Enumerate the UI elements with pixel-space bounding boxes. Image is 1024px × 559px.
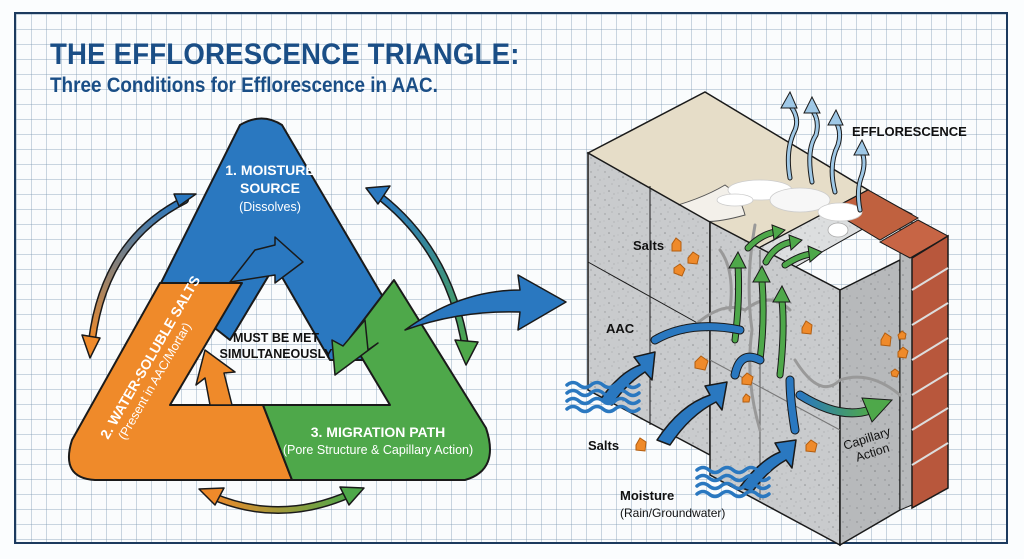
cycle-arrow-left	[81, 193, 197, 359]
efflorescence-deposits	[716, 179, 863, 238]
brick-wall	[911, 234, 949, 510]
efflorescence-triangle: 1. MOISTURE SOURCE (Dissolves) 2. WATER-…	[67, 117, 491, 481]
label-moisture: Moisture	[620, 488, 674, 503]
page-subtitle: Three Conditions for Efflorescence in AA…	[50, 74, 438, 97]
triangle-segment-migration	[262, 279, 491, 481]
center-label-line1: MUST BE MET	[233, 331, 319, 345]
moisture-arrows-blue	[650, 322, 875, 435]
inner-arrow-blue	[229, 236, 304, 284]
salt-crystals	[635, 237, 909, 453]
label-salts-bottom: Salts	[588, 438, 619, 453]
water-waves-bottom	[695, 465, 771, 499]
condition-1-title: 1. MOISTURE	[225, 162, 314, 178]
label-efflorescence: EFFLORESCENCE	[852, 124, 967, 139]
label-aac: AAC	[606, 321, 635, 336]
condition-3-title: 3. MIGRATION PATH	[311, 424, 446, 440]
moisture-entry-arrow-2	[656, 381, 728, 446]
water-waves-left	[565, 380, 641, 414]
triangle-segment-salts	[67, 282, 293, 481]
page-title: THE EFFLORESCENCE TRIANGLE:	[50, 38, 520, 71]
efflorescence-vapor-arrows	[785, 102, 867, 213]
center-label-line2: SIMULTANEOUSLY	[220, 347, 334, 361]
label-salts-top: Salts	[633, 238, 664, 253]
moisture-entry-arrow-1	[599, 351, 656, 406]
label-moisture-detail: (Rain/Groundwater)	[620, 506, 725, 520]
cycle-arrow-bottom	[198, 486, 365, 514]
condition-1-detail: (Dissolves)	[239, 200, 301, 214]
condition-1-title-line2: SOURCE	[240, 180, 300, 196]
inner-arrow-orange	[195, 349, 236, 406]
inner-arrow-green	[331, 319, 379, 376]
cycle-arrow-right	[365, 185, 479, 366]
condition-3-detail: (Pore Structure & Capillary Action)	[283, 443, 473, 457]
aac-wall-illustration: EFFLORESCENCE Salts AAC Salts Moisture (…	[565, 90, 967, 547]
connector-arrow	[404, 274, 567, 331]
